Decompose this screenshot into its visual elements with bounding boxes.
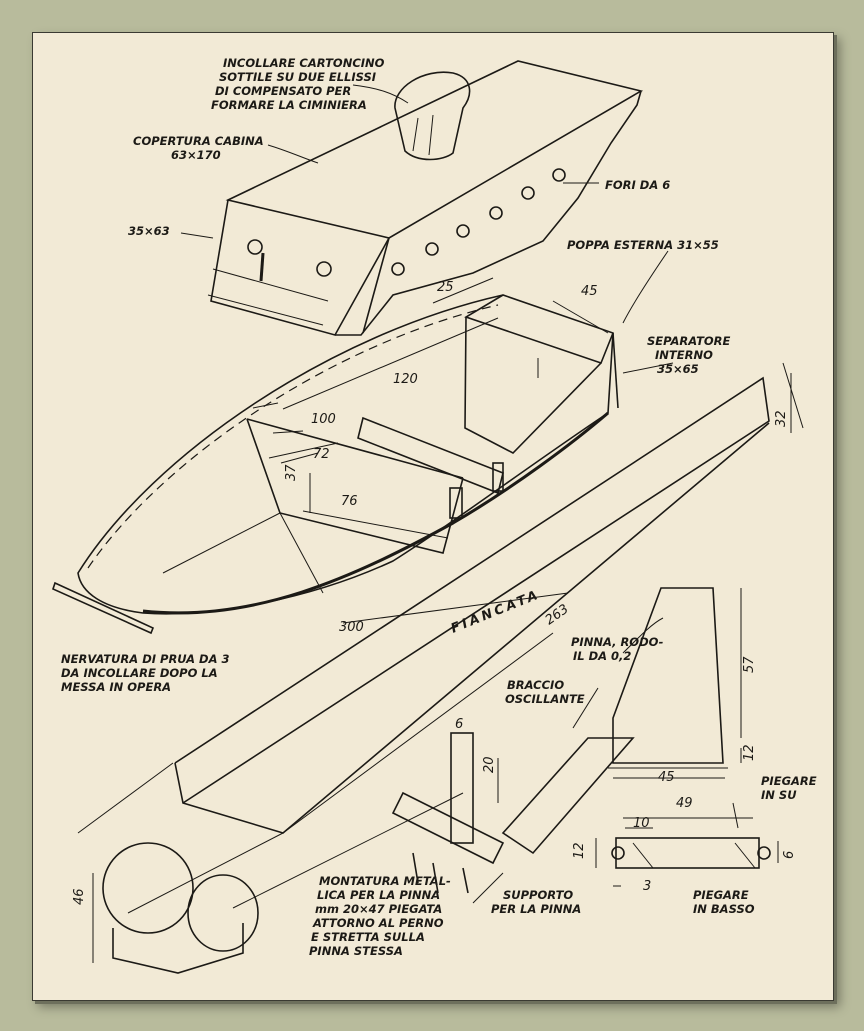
label-montatura-2: LICA PER LA PINNA	[317, 888, 440, 902]
dim-12: 12	[742, 744, 757, 761]
label-ciminiera-4: FORMARE LA CIMINIERA	[211, 98, 367, 112]
dim-100: 100	[311, 412, 336, 427]
dim-20: 20	[482, 756, 497, 773]
dim-263: 263	[543, 602, 572, 629]
side-plank	[77, 362, 804, 914]
fin-mount	[391, 732, 635, 894]
porthole-icon	[391, 262, 405, 276]
motor	[102, 792, 464, 974]
dim-76: 76	[341, 494, 358, 509]
porthole-icon	[425, 242, 439, 256]
label-montatura-6: PINNA STESSA	[309, 944, 403, 958]
dim-72: 72	[313, 447, 330, 462]
label-fori: FORI DA 6	[605, 178, 670, 192]
fin-template	[608, 587, 728, 769]
dim-120: 120	[393, 372, 418, 387]
funnel	[394, 71, 471, 161]
dim-57: 57	[742, 656, 757, 673]
pin-support-flat	[611, 837, 771, 869]
label-piegare-su-2: IN SU	[761, 788, 797, 802]
label-supporto-2: PER LA PINNA	[491, 902, 581, 916]
label-piegare-basso-2: IN BASSO	[693, 902, 755, 916]
dim-6: 6	[455, 717, 463, 732]
porthole-icon	[316, 261, 332, 277]
bow-rib	[52, 581, 155, 635]
label-ciminiera-1: INCOLLARE CARTONCINO	[223, 56, 385, 70]
dimensions: 25 45 120 100 72 37 76 300 32 263 57 12 …	[72, 280, 797, 905]
label-braccio-2: OSCILLANTE	[505, 692, 585, 706]
label-braccio-1: BRACCIO	[507, 678, 564, 692]
dim-45: 45	[581, 284, 598, 299]
pointer-arrows	[180, 84, 739, 904]
label-pinna-2: IL DA 0,2	[573, 649, 631, 663]
hull	[77, 294, 619, 615]
label-piegare-basso-1: PIEGARE	[693, 888, 749, 902]
dim-49: 49	[676, 796, 693, 811]
label-pinna-1: PINNA, RODO-	[571, 635, 664, 649]
dim-12b: 12	[572, 842, 587, 859]
dim-46: 46	[72, 888, 87, 905]
label-nervatura-2: DA INCOLLARE DOPO LA	[61, 666, 218, 680]
labels: INCOLLARE CARTONCINO SOTTILE SU DUE ELLI…	[61, 56, 817, 958]
dim-300: 300	[339, 620, 364, 635]
dim-32: 32	[774, 410, 789, 427]
label-nervatura-1: NERVATURA DI PRUA DA 3	[61, 652, 230, 666]
technical-drawing: INCOLLARE CARTONCINO SOTTILE SU DUE ELLI…	[52, 56, 817, 974]
label-montatura-5: E STRETTA SULLA	[311, 930, 425, 944]
label-montatura-4: ATTORNO AL PERNO	[312, 916, 444, 930]
label-copertura-2: 63×170	[171, 148, 221, 162]
dim-3: 3	[643, 879, 651, 894]
label-ciminiera-3: DI COMPENSATO PER	[215, 84, 351, 98]
label-montatura-1: MONTATURA METAL-	[319, 874, 451, 888]
dim-10: 10	[633, 816, 650, 831]
dimension-lines	[92, 277, 792, 963]
label-35x63: 35×63	[128, 224, 170, 238]
label-poppa: POPPA ESTERNA 31×55	[567, 238, 719, 252]
label-separatore-3: 35×65	[657, 362, 699, 376]
label-nervatura-3: MESSA IN OPERA	[61, 680, 171, 694]
label-montatura-3: mm 20×47 PIEGATA	[315, 902, 442, 916]
portholes	[247, 168, 566, 277]
dim-6b: 6	[782, 851, 797, 859]
dim-45b: 45	[658, 770, 675, 785]
dim-25: 25	[437, 280, 454, 295]
cabin-cover	[207, 60, 644, 336]
porthole-icon	[247, 239, 263, 255]
label-supporto-1: SUPPORTO	[503, 888, 573, 902]
label-copertura-1: COPERTURA CABINA	[133, 134, 264, 148]
label-fiancata: FIANCATA	[449, 587, 543, 636]
drawing-frame: INCOLLARE CARTONCINO SOTTILE SU DUE ELLI…	[32, 32, 834, 1001]
porthole-icon	[456, 224, 470, 238]
porthole-icon	[552, 168, 566, 182]
label-separatore-1: SEPARATORE	[647, 334, 731, 348]
dim-37: 37	[284, 464, 299, 481]
label-ciminiera-2: SOTTILE SU DUE ELLISSI	[219, 70, 377, 84]
porthole-icon	[489, 206, 503, 220]
porthole-icon	[521, 186, 535, 200]
label-piegare-su-1: PIEGARE	[761, 774, 817, 788]
label-separatore-2: INTERNO	[655, 348, 713, 362]
